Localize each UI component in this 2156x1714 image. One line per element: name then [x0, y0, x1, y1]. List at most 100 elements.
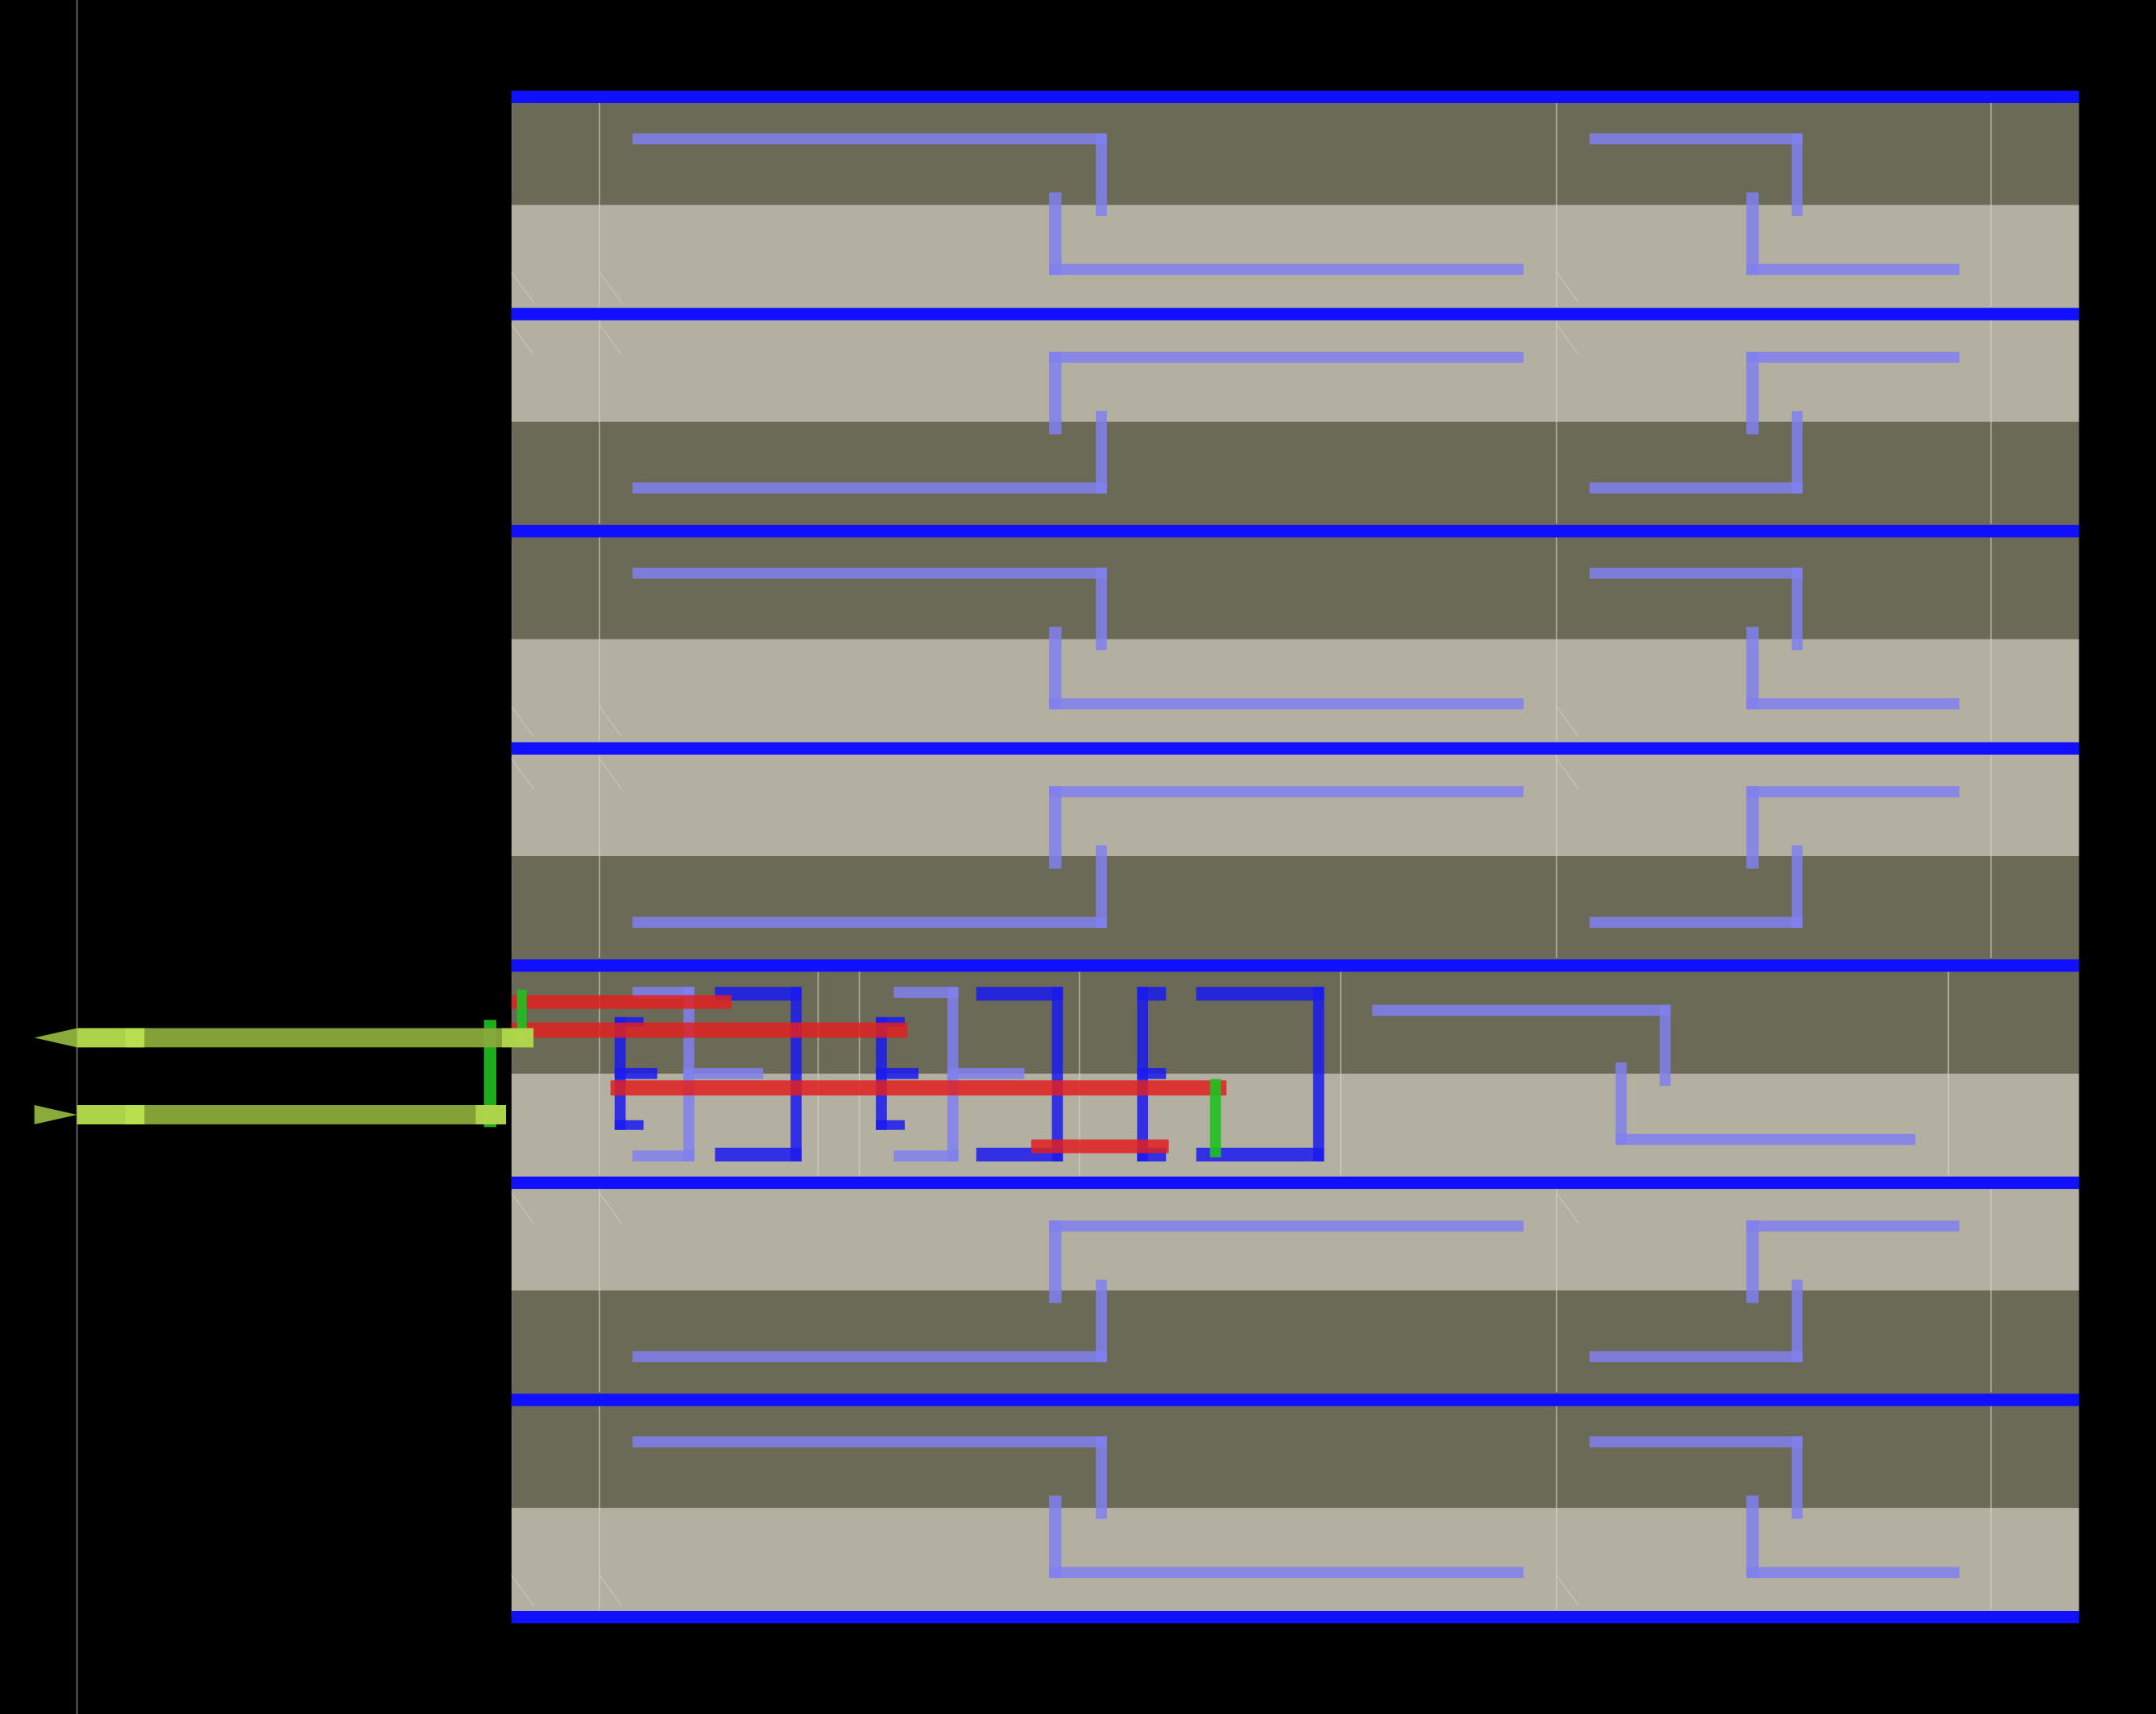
metal2-wire	[632, 1150, 694, 1161]
diagonal-mark	[599, 324, 622, 355]
metal2-wire	[893, 1150, 959, 1161]
row-1-bottom	[511, 421, 2079, 531]
metal2-wire	[1659, 1004, 1671, 1087]
metal2-wire	[1746, 1220, 1759, 1303]
row-2-bottom	[511, 639, 2079, 748]
metal1-wire	[876, 1016, 905, 1027]
metal2-wire	[1746, 698, 1959, 710]
metal2-wire	[1746, 1567, 1959, 1579]
metal2-wire	[947, 1067, 1025, 1079]
diagonal-mark	[511, 271, 534, 303]
pins[interactable]	[34, 1028, 534, 1124]
pin-end	[475, 1105, 507, 1124]
pin-end	[501, 1028, 534, 1048]
metal2-wire	[1589, 917, 1803, 928]
metal2-wire	[632, 917, 1107, 928]
metal1-wire	[1312, 987, 1325, 1161]
metal2-wire	[1096, 1436, 1107, 1519]
metal2-wire	[893, 987, 959, 998]
power-rail	[511, 1176, 2079, 1190]
metal2-wire	[1589, 133, 1803, 145]
arrow-right-icon[interactable]	[34, 1105, 77, 1124]
metal2-wire	[1049, 1567, 1524, 1579]
metal2-wire	[1791, 1436, 1803, 1519]
diagonal-mark	[599, 1192, 622, 1224]
metal1-wire	[876, 1067, 919, 1079]
metal1-wire	[614, 1120, 644, 1130]
metal1-wire	[614, 1067, 657, 1079]
metal2-wire	[1096, 845, 1107, 928]
output-pin[interactable]	[77, 1028, 534, 1048]
diagonal-mark	[1556, 1192, 1579, 1224]
row-5-bottom	[511, 1290, 2079, 1400]
row-6-bottom	[511, 1508, 2079, 1617]
custom-cell[interactable]	[483, 987, 1916, 1161]
metal2-wire	[632, 482, 1107, 494]
metal2-wire	[1791, 411, 1803, 494]
metal2-wire	[1049, 786, 1062, 869]
metal2-wire	[1049, 351, 1524, 363]
metal2-wire	[632, 1351, 1107, 1363]
diagonal-mark	[599, 706, 622, 738]
metal2-wire	[1791, 567, 1803, 651]
metal2-wire	[1049, 1220, 1062, 1303]
row-1-top	[511, 313, 2079, 422]
diagonal-mark	[599, 1575, 622, 1606]
metal2-wire	[1049, 1495, 1062, 1579]
row-0-bottom	[511, 205, 2079, 314]
via	[1209, 1078, 1221, 1157]
cell-rows	[511, 96, 2079, 1617]
metal1-wire	[614, 1016, 644, 1027]
metal2-wire	[1791, 133, 1803, 216]
poly-wire[interactable]	[511, 1022, 908, 1038]
pin-highlight	[125, 1105, 145, 1124]
metal2-wire	[1589, 1351, 1803, 1363]
metal2-wire	[1096, 1279, 1107, 1363]
power-rail	[511, 90, 2079, 103]
poly-wire[interactable]	[610, 1080, 1227, 1096]
metal2-wire	[1615, 1133, 1916, 1145]
wires	[632, 133, 1959, 1579]
metal2-wire	[1746, 192, 1759, 275]
metal2-wire	[632, 1436, 1107, 1447]
pin-highlight	[125, 1028, 145, 1048]
diagonal-mark	[1556, 706, 1579, 738]
metal2-wire	[1049, 786, 1524, 797]
power-rail	[511, 959, 2079, 972]
row-3-bottom	[511, 856, 2079, 965]
metal2-wire	[1746, 1495, 1759, 1579]
metal1-wire	[1196, 987, 1325, 1001]
diagonal-mark	[1556, 271, 1579, 303]
power-rail	[511, 308, 2079, 321]
power-rail	[511, 524, 2079, 538]
diagonal-mark	[1556, 1575, 1579, 1606]
metal2-wire	[1746, 351, 1759, 435]
metal1-wire	[1196, 1147, 1325, 1161]
metal2-wire	[1589, 1436, 1803, 1447]
metal2-wire	[1049, 1220, 1524, 1232]
metal1-wire	[1137, 987, 1167, 1001]
diagonal-mark	[599, 758, 622, 789]
row-5-top	[511, 1182, 2079, 1291]
poly-wire[interactable]	[1030, 1139, 1169, 1153]
metal2-wire	[1049, 698, 1524, 710]
diagonal-mark	[1556, 758, 1579, 789]
row-3-top	[511, 747, 2079, 857]
metal2-wire	[1049, 351, 1062, 435]
metal1-wire	[976, 987, 1063, 1001]
power-rail	[511, 1611, 2079, 1624]
arrow-left-icon[interactable]	[34, 1028, 77, 1048]
metal2-wire	[683, 1067, 764, 1079]
metal2-wire	[1746, 786, 1759, 869]
diagonal-mark	[511, 706, 534, 738]
metal2-wire	[1049, 192, 1062, 275]
input-pin[interactable]	[77, 1105, 507, 1124]
diagonal-mark	[511, 324, 534, 355]
row-4-top	[511, 964, 2079, 1074]
metal2-wire	[1589, 482, 1803, 494]
metal2-wire	[1746, 263, 1959, 275]
diagonal-mark	[511, 1192, 534, 1224]
poly-wire[interactable]	[511, 995, 732, 1009]
diagonal-mark	[511, 1575, 534, 1606]
